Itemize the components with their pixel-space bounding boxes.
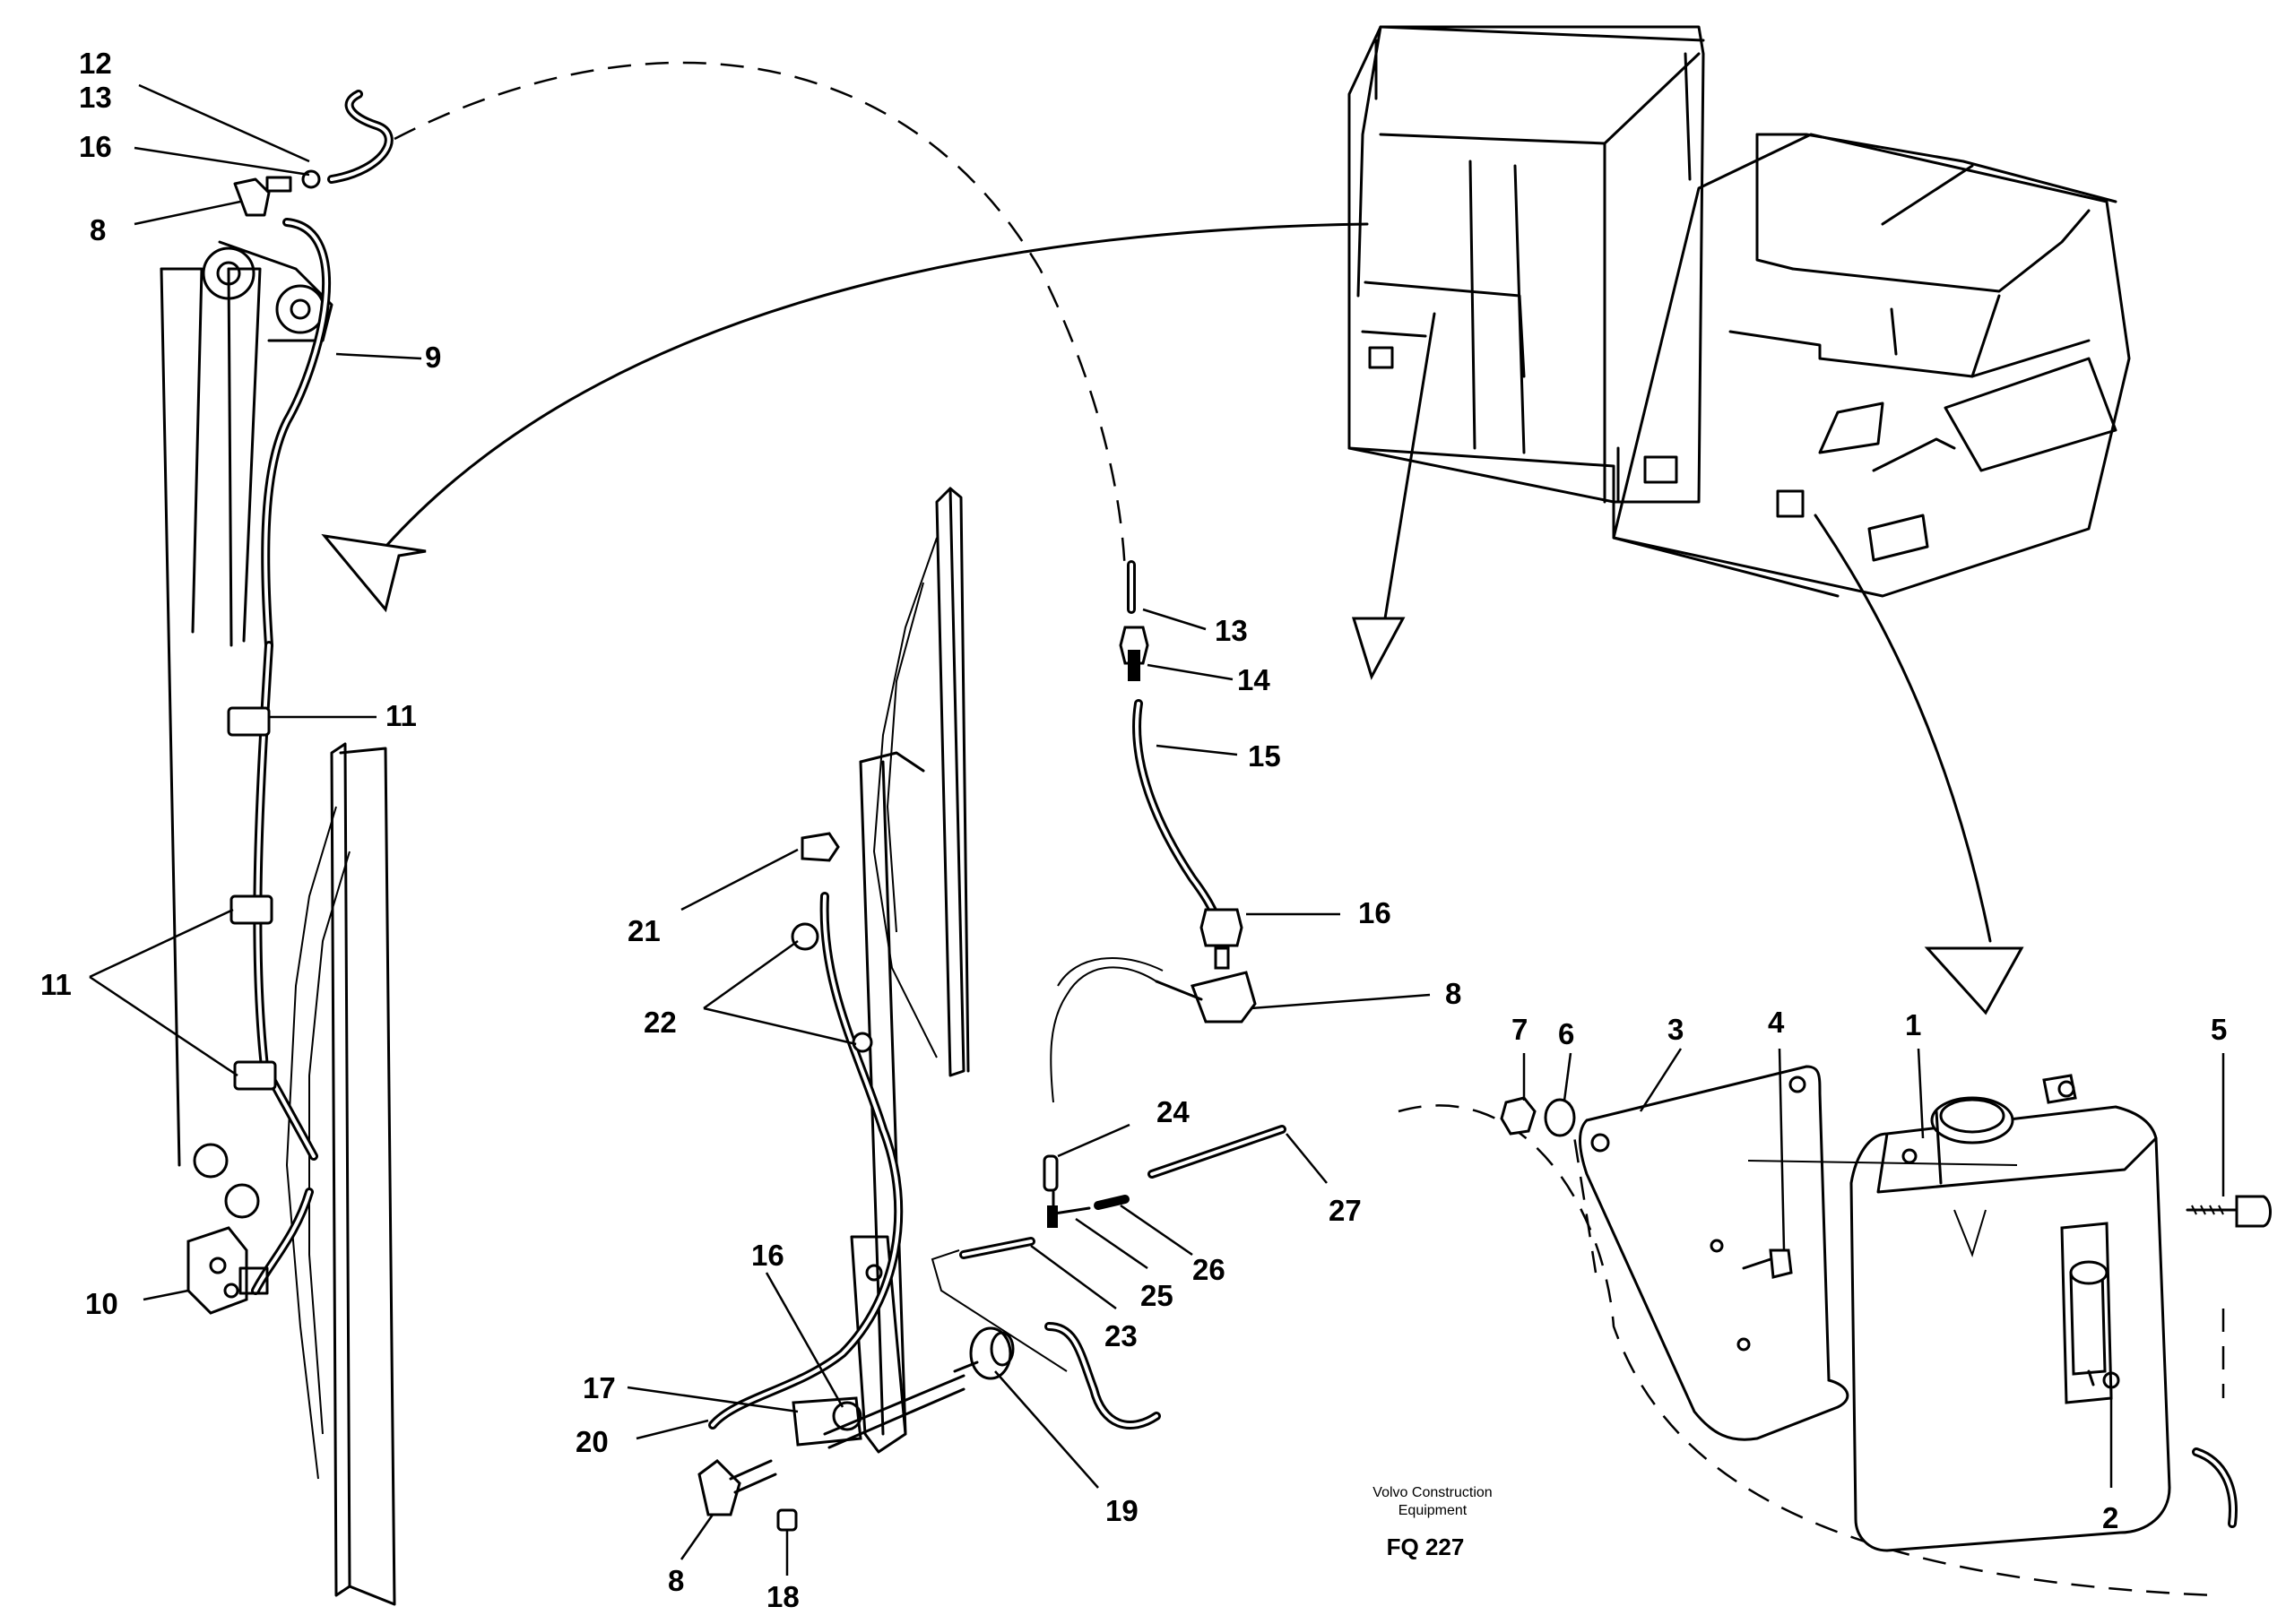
callout-17: 17 (583, 1371, 616, 1404)
publisher-line-1: Volvo Construction (1372, 1485, 1492, 1500)
leader-lines (89, 83, 2225, 1576)
excavator-upper-structure (1347, 25, 2131, 598)
callout-16: 16 (1358, 896, 1391, 929)
callout-8: 8 (1445, 977, 1461, 1010)
callout-7: 7 (1511, 1013, 1528, 1046)
callout-13: 13 (1215, 614, 1248, 647)
callout-23: 23 (1104, 1319, 1138, 1352)
callout-26: 26 (1192, 1253, 1225, 1286)
callout-11: 11 (40, 968, 72, 1001)
callout-18: 18 (766, 1580, 800, 1613)
location-arrows (321, 222, 2024, 1015)
callout-15: 15 (1248, 739, 1281, 773)
callout-10: 10 (85, 1287, 118, 1320)
figure-credit: Volvo Construction Equipment FQ 227 (1372, 1485, 1492, 1560)
callout-3: 3 (1667, 1013, 1684, 1046)
callout-11: 11 (385, 699, 417, 732)
callout-2: 2 (2102, 1501, 2118, 1534)
callout-21: 21 (628, 914, 661, 947)
washer-reservoir-assembly (1500, 1065, 2272, 1552)
callout-16: 16 (79, 130, 112, 163)
callout-8: 8 (90, 213, 106, 246)
center-wiper-assembly (697, 487, 1161, 1532)
callout-25: 25 (1140, 1279, 1173, 1312)
callout-8: 8 (668, 1564, 684, 1597)
callout-20: 20 (576, 1425, 609, 1458)
callout-22: 22 (644, 1006, 677, 1039)
callout-5: 5 (2211, 1013, 2227, 1046)
publisher-line-2: Equipment (1398, 1503, 1468, 1518)
callout-9: 9 (425, 341, 441, 374)
left-wiper-assembly (160, 90, 396, 1606)
figure-code: FQ 227 (1387, 1533, 1465, 1560)
callout-24: 24 (1156, 1095, 1190, 1128)
callout-4: 4 (1768, 1006, 1785, 1039)
center-hose-line (931, 560, 1286, 1372)
callout-6: 6 (1558, 1017, 1574, 1050)
callout-16: 16 (751, 1239, 784, 1272)
callout-1: 1 (1905, 1008, 1921, 1041)
callout-13: 13 (79, 81, 112, 114)
callout-14: 14 (1237, 663, 1270, 696)
callout-12: 12 (79, 47, 112, 80)
callout-27: 27 (1329, 1194, 1362, 1227)
callout-19: 19 (1105, 1494, 1139, 1527)
callout-labels: 12 13 16 8 9 11 11 10 13 14 15 16 8 21 2… (40, 47, 2227, 1613)
